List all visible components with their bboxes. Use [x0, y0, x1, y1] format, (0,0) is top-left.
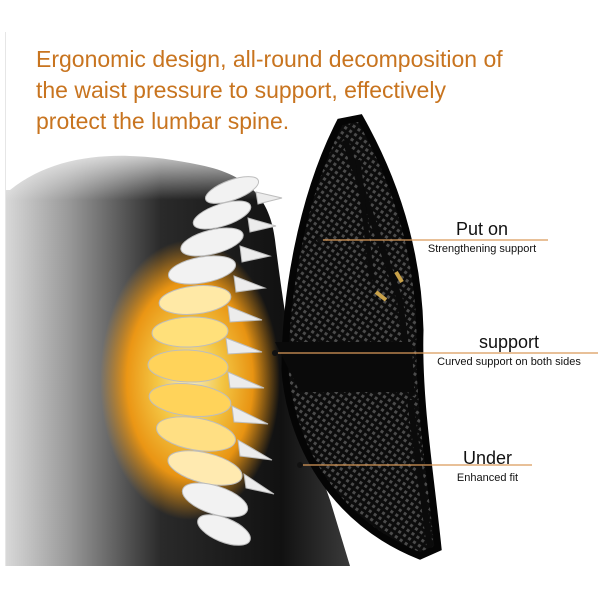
callout-support: support Curved support on both sides: [418, 331, 600, 369]
callout-put-on: Put on Strengthening support: [412, 218, 552, 256]
spine: [147, 176, 260, 546]
top-fade: [6, 140, 306, 200]
headline-line-3: protect the lumbar spine.: [36, 108, 290, 134]
callout-under-subtitle: Enhanced fit: [456, 472, 519, 484]
leader-dots: [272, 237, 323, 468]
headline: Ergonomic design, all-round decompositio…: [36, 44, 576, 137]
spinous-processes: [225, 191, 283, 495]
callout-support-title: support: [478, 332, 540, 352]
headline-line-1: Ergonomic design, all-round decompositio…: [36, 46, 503, 72]
leader-lines: [275, 239, 598, 466]
headline-line-2: the waist pressure to support, effective…: [36, 77, 446, 103]
callout-under: Under Enhanced fit: [440, 447, 535, 485]
callout-support-subtitle: Curved support on both sides: [437, 356, 581, 368]
callout-put-on-subtitle: Strengthening support: [427, 243, 537, 255]
lumbar-support-cushion: [275, 114, 442, 560]
callout-put-on-title: Put on: [455, 219, 509, 239]
callout-under-title: Under: [462, 448, 513, 468]
